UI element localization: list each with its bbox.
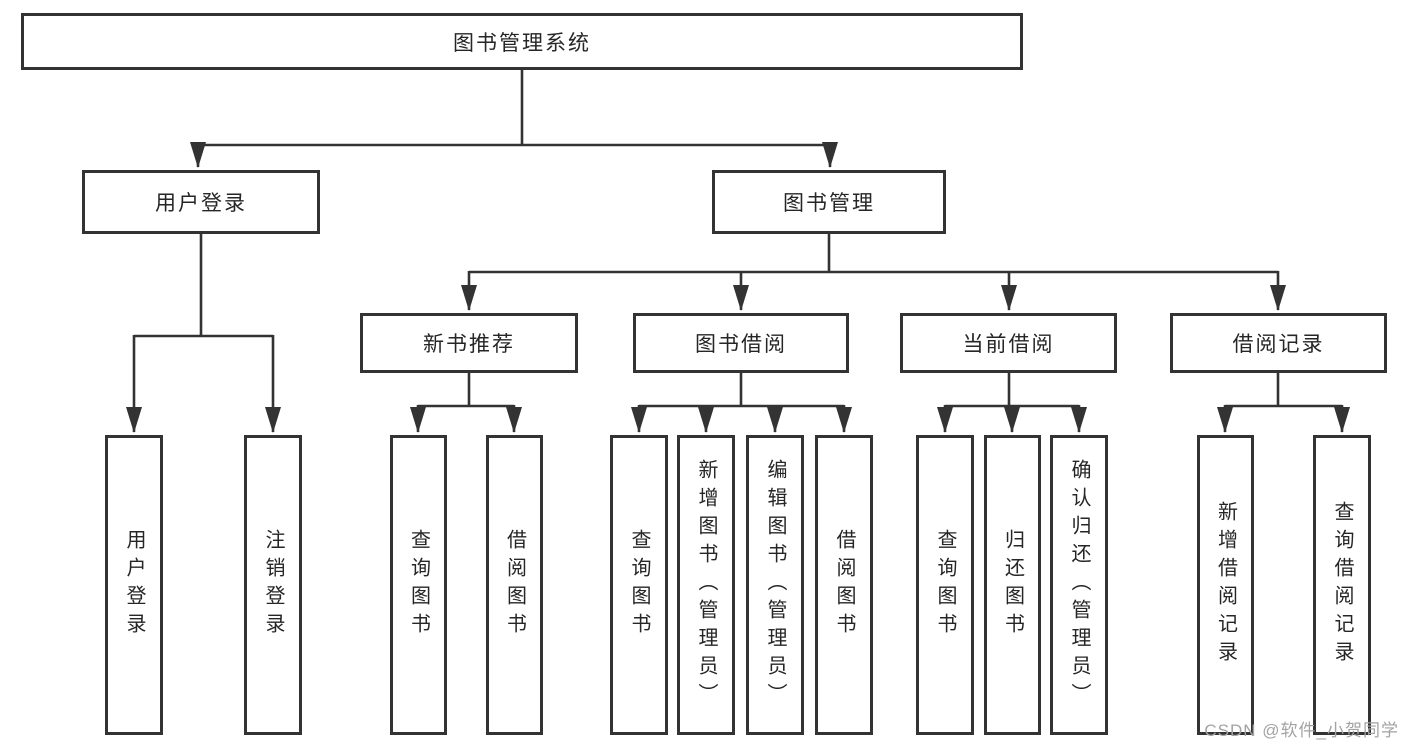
node-book-borrow-label: 图书借阅	[695, 333, 787, 356]
leaf-bookborrow-borrow: 借阅图书	[815, 435, 873, 735]
leaf-currentborrow-confirm: 确认归还（管理员）	[1050, 435, 1108, 735]
leaf-currentborrow-return: 归还图书	[984, 435, 1041, 735]
leaf-currentborrow-return-label: 归还图书	[1001, 529, 1024, 641]
node-user-login: 用户登录	[82, 170, 320, 234]
leaf-currentborrow-query-label: 查询图书	[934, 529, 956, 641]
leaf-bookborrow-query: 查询图书	[610, 435, 668, 735]
node-book-mgmt: 图书管理	[712, 170, 946, 234]
leaf-bookborrow-add-label: 新增图书（管理员）	[695, 459, 717, 711]
node-new-books-label: 新书推荐	[423, 333, 515, 356]
node-borrow-records-label: 借阅记录	[1232, 333, 1325, 356]
node-user-login-label: 用户登录	[155, 192, 247, 215]
csdn-watermark: CSDN @软件_小贺同学	[1204, 721, 1399, 740]
node-root-label: 图书管理系统	[453, 31, 591, 55]
node-current-borrow-label: 当前借阅	[962, 333, 1055, 356]
leaf-user-login: 用户登录	[105, 435, 163, 735]
leaf-logout: 注销登录	[244, 435, 302, 735]
leaf-currentborrow-query: 查询图书	[916, 435, 974, 735]
node-current-borrow: 当前借阅	[900, 313, 1117, 373]
leaf-records-add-label: 新增借阅记录	[1214, 501, 1237, 669]
leaf-newbooks-borrow-label: 借阅图书	[503, 529, 526, 641]
leaf-bookborrow-edit-label: 编辑图书（管理员）	[764, 459, 786, 711]
leaf-logout-label: 注销登录	[262, 529, 284, 641]
node-root: 图书管理系统	[21, 13, 1023, 70]
node-new-books: 新书推荐	[360, 313, 578, 373]
leaf-bookborrow-edit: 编辑图书（管理员）	[746, 435, 804, 735]
leaf-currentborrow-confirm-label: 确认归还（管理员）	[1068, 459, 1090, 711]
leaf-user-login-label: 用户登录	[123, 529, 145, 641]
node-book-borrow: 图书借阅	[633, 313, 849, 373]
leaf-records-query: 查询借阅记录	[1313, 435, 1371, 735]
node-borrow-records: 借阅记录	[1170, 313, 1387, 373]
leaf-bookborrow-borrow-label: 借阅图书	[833, 529, 855, 641]
leaf-records-query-label: 查询借阅记录	[1331, 501, 1353, 669]
leaf-bookborrow-add: 新增图书（管理员）	[677, 435, 735, 735]
leaf-records-add: 新增借阅记录	[1197, 435, 1254, 735]
leaf-newbooks-query-label: 查询图书	[407, 529, 430, 641]
leaf-newbooks-borrow: 借阅图书	[486, 435, 543, 735]
leaf-bookborrow-query-label: 查询图书	[628, 529, 650, 641]
leaf-newbooks-query: 查询图书	[390, 435, 447, 735]
node-book-mgmt-label: 图书管理	[783, 192, 875, 215]
